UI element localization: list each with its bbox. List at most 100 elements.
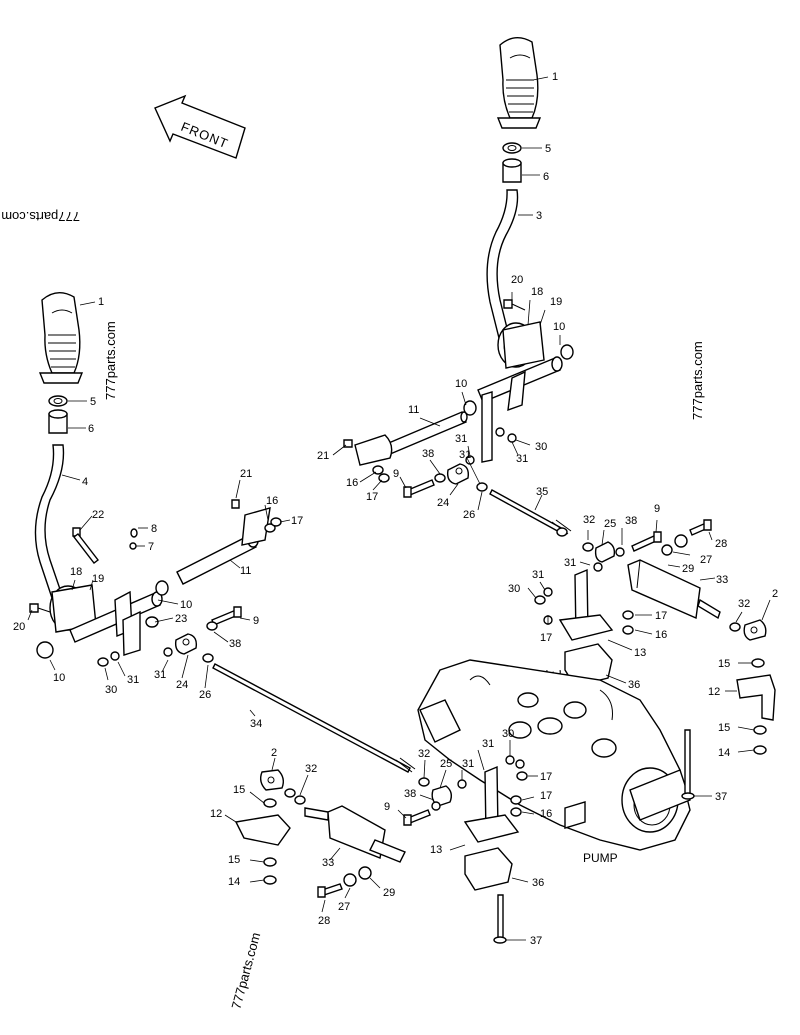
callout-13: 13 bbox=[430, 844, 442, 856]
callout-16: 16 bbox=[655, 629, 667, 641]
callout-9: 9 bbox=[654, 503, 660, 515]
watermark-bottom: 777parts.com bbox=[228, 931, 263, 1011]
callout-21: 21 bbox=[240, 468, 252, 480]
callout-15: 15 bbox=[233, 784, 245, 796]
right-grip-1 bbox=[496, 37, 542, 129]
callout-1: 1 bbox=[98, 296, 104, 308]
callout-24: 24 bbox=[437, 497, 449, 509]
callout-1: 1 bbox=[552, 71, 558, 83]
right-arm-plate bbox=[481, 370, 526, 463]
lower-balljoint-2 bbox=[259, 769, 306, 805]
callout-28: 28 bbox=[318, 915, 330, 927]
lower-nuts-16-17 bbox=[510, 771, 528, 817]
left-washers-30-31 bbox=[97, 651, 120, 667]
callout-31: 31 bbox=[154, 669, 166, 681]
callout-31: 31 bbox=[564, 557, 576, 569]
lower-bolt-28 bbox=[317, 883, 343, 898]
right-plate-12 bbox=[736, 658, 776, 755]
callout-26: 26 bbox=[199, 689, 211, 701]
front-direction-arrow: FRONT bbox=[154, 94, 246, 159]
callout-16: 16 bbox=[266, 495, 278, 507]
lower-cylinder-33 bbox=[304, 805, 406, 887]
right-joint-24 bbox=[434, 455, 488, 492]
callout-16: 16 bbox=[540, 808, 552, 820]
lower-joint-25 bbox=[418, 777, 467, 811]
callout-numbers: 1 5 6 3 20 18 19 10 10 11 21 16 17 9 38 … bbox=[13, 71, 778, 947]
callout-12: 12 bbox=[210, 808, 222, 820]
callout-26: 26 bbox=[463, 509, 475, 521]
callout-22: 22 bbox=[92, 509, 104, 521]
callout-5: 5 bbox=[90, 396, 96, 408]
callout-6: 6 bbox=[88, 423, 94, 435]
lower-washers-30-31 bbox=[505, 755, 525, 769]
left-lever-4 bbox=[34, 444, 65, 599]
callout-17: 17 bbox=[540, 790, 552, 802]
right-sleeve-6 bbox=[502, 158, 522, 183]
callout-31: 31 bbox=[127, 674, 139, 686]
callout-31: 31 bbox=[516, 453, 528, 465]
callout-20: 20 bbox=[13, 621, 25, 633]
callout-17: 17 bbox=[540, 771, 552, 783]
callout-17: 17 bbox=[291, 515, 303, 527]
left-bolt-20 bbox=[29, 603, 51, 613]
right-shaft-11 bbox=[371, 411, 468, 461]
callout-2: 2 bbox=[772, 588, 778, 600]
callout-23: 23 bbox=[175, 613, 187, 625]
watermark-left: 777parts.com bbox=[103, 321, 118, 400]
callout-24: 24 bbox=[176, 679, 188, 691]
callout-28: 28 bbox=[715, 538, 727, 550]
right-washers-30-31b bbox=[534, 587, 553, 605]
callout-17: 17 bbox=[655, 610, 667, 622]
left-plate-23 bbox=[114, 590, 159, 656]
callout-11: 11 bbox=[408, 404, 419, 416]
left-boot-18-19 bbox=[49, 584, 97, 633]
right-boot-18-19 bbox=[497, 321, 545, 369]
callout-31: 31 bbox=[482, 738, 494, 750]
callout-38: 38 bbox=[229, 638, 241, 650]
callout-5: 5 bbox=[545, 143, 551, 155]
callout-16: 16 bbox=[346, 477, 358, 489]
hydraulic-pump bbox=[417, 659, 695, 851]
callout-8: 8 bbox=[151, 523, 157, 535]
right-bracket-21 bbox=[343, 434, 393, 466]
callout-21: 21 bbox=[317, 450, 329, 462]
right-bolt-28 bbox=[689, 519, 712, 536]
left-bracket-21 bbox=[231, 499, 282, 546]
callout-15: 15 bbox=[718, 658, 730, 670]
right-bolt-9 bbox=[403, 479, 435, 498]
callout-31: 31 bbox=[532, 569, 544, 581]
callout-17: 17 bbox=[540, 632, 552, 644]
callout-30: 30 bbox=[105, 684, 117, 696]
callout-3: 3 bbox=[536, 210, 542, 222]
callout-31: 31 bbox=[455, 433, 467, 445]
right-nuts-16-17 bbox=[372, 465, 390, 483]
right-end-25 bbox=[556, 527, 625, 572]
callout-37: 37 bbox=[530, 935, 542, 947]
callout-35: 35 bbox=[536, 486, 548, 498]
callout-14: 14 bbox=[228, 876, 240, 888]
rod-35 bbox=[489, 489, 572, 535]
callout-13: 13 bbox=[634, 647, 646, 659]
callout-32: 32 bbox=[738, 598, 750, 610]
rod-34 bbox=[212, 663, 416, 773]
callout-29: 29 bbox=[682, 563, 694, 575]
callout-30: 30 bbox=[535, 441, 547, 453]
callout-25: 25 bbox=[440, 758, 452, 770]
callout-25: 25 bbox=[604, 518, 616, 530]
callout-27: 27 bbox=[700, 554, 712, 566]
callout-38: 38 bbox=[625, 515, 637, 527]
callout-33: 33 bbox=[716, 574, 728, 586]
left-bolt-9 bbox=[206, 606, 242, 631]
callout-9: 9 bbox=[393, 468, 399, 480]
callout-19: 19 bbox=[92, 573, 104, 585]
watermark-right: 777parts.com bbox=[690, 341, 705, 420]
right-bolt-20 bbox=[503, 299, 526, 311]
callout-30: 30 bbox=[502, 728, 514, 740]
callout-31: 31 bbox=[462, 758, 474, 770]
callout-2: 2 bbox=[271, 747, 277, 759]
callout-32: 32 bbox=[418, 748, 430, 760]
callout-34: 34 bbox=[250, 718, 262, 730]
left-grip-1 bbox=[38, 292, 84, 384]
